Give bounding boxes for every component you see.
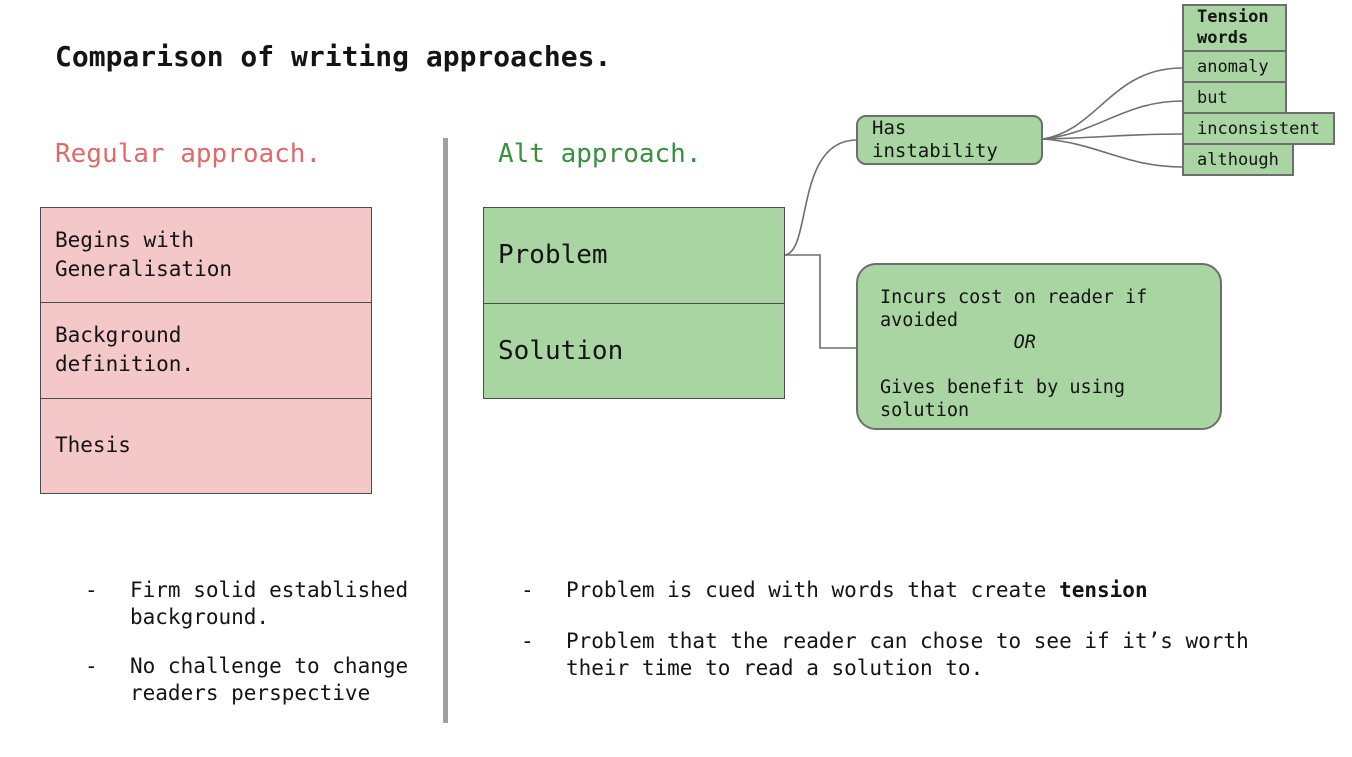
bullet-text: Problem is cued with words that create t…: [566, 578, 1148, 602]
structure-cell-label: Solution: [498, 335, 624, 366]
tension-word-label: although: [1197, 149, 1279, 170]
cost-benefit-line: [880, 355, 1220, 378]
tension-words-group: Tension words anomaly but inconsistent alth…: [1182, 4, 1335, 176]
bullet-dash: -: [85, 654, 98, 678]
alt-approach-heading: Alt approach.: [498, 139, 702, 169]
section-divider: [443, 138, 448, 723]
cost-benefit-line: solution: [880, 399, 970, 421]
structure-cell-label: Background definition.: [55, 323, 195, 377]
structure-cell-label: Problem: [498, 240, 608, 271]
structure-cell[interactable]: Begins with Generalisation: [41, 208, 371, 302]
cost-benefit-line: Incurs cost on reader if: [880, 287, 1148, 308]
page-title: Comparison of writing approaches.: [55, 40, 612, 73]
structure-cell-label: Begins with Generalisation: [55, 228, 233, 282]
tension-words-header-node[interactable]: Tension words: [1182, 4, 1287, 52]
has-instability-node[interactable]: Has instability: [856, 115, 1043, 165]
structure-cell[interactable]: Background definition.: [41, 302, 371, 397]
bullet-dash: -: [521, 578, 534, 602]
alt-bullet-list: - Problem is cued with words that create …: [521, 577, 1249, 706]
bullet-text: Firm solid established background.: [130, 578, 409, 629]
regular-bullet-list: - Firm solid established background. - No c…: [85, 577, 408, 729]
bullet-dash: -: [521, 629, 534, 653]
structure-cell[interactable]: Thesis: [41, 397, 371, 493]
tension-word-label: inconsistent: [1197, 118, 1320, 139]
tension-word-node[interactable]: but: [1182, 81, 1287, 114]
tension-word-label: but: [1197, 87, 1228, 108]
bullet-item: - Problem is cued with words that create …: [521, 577, 1249, 604]
bullet-item: - Problem that the reader can chose to se…: [521, 628, 1249, 682]
bullet-item: - Firm solid established background.: [85, 577, 408, 631]
connector-to-but: [1042, 100, 1183, 140]
regular-approach-heading: Regular approach.: [55, 139, 322, 169]
structure-cell-label: Thesis: [55, 433, 131, 458]
bullet-dash: -: [85, 578, 98, 602]
connector-problem-to-cost-benefit: [785, 254, 856, 349]
connector-problem-to-has-instability: [784, 139, 857, 256]
connector-to-inconsistent: [1042, 133, 1183, 140]
has-instability-label: Has instability: [872, 117, 998, 162]
cost-benefit-line: avoided: [880, 309, 958, 331]
tension-word-node[interactable]: anomaly: [1182, 50, 1287, 83]
tension-word-node[interactable]: inconsistent: [1182, 112, 1335, 145]
cost-benefit-line: Gives benefit by using: [880, 377, 1126, 398]
connector-to-anomaly: [1042, 67, 1183, 140]
connector-to-although: [1042, 138, 1183, 168]
cost-benefit-line: OR: [880, 332, 1036, 353]
bullet-item: - No challenge to change readers perspect…: [85, 653, 408, 707]
bullet-text: No challenge to change readers perspecti…: [130, 654, 409, 705]
structure-cell[interactable]: Problem: [484, 208, 784, 303]
tension-word-label: anomaly: [1197, 56, 1269, 77]
bullet-text: Problem that the reader can chose to see…: [566, 629, 1249, 680]
structure-cell[interactable]: Solution: [484, 302, 784, 399]
tension-word-node[interactable]: although: [1182, 143, 1294, 176]
